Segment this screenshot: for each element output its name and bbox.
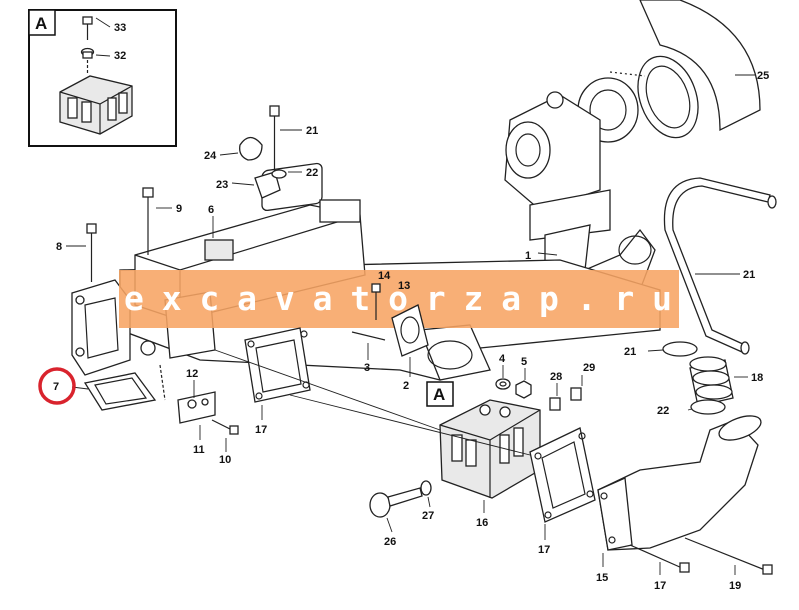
- detail-a-inset: A: [28, 9, 177, 147]
- callout-23: 21: [306, 125, 318, 137]
- callout-28: 26: [384, 536, 396, 548]
- callout-17a: 17: [255, 424, 267, 436]
- pipe-15: [597, 415, 762, 551]
- nut-4: [495, 378, 511, 390]
- callout-12: 12: [186, 368, 198, 380]
- callout-15: 15: [596, 572, 608, 584]
- callout-14: 14: [378, 270, 391, 282]
- callout-31: 29: [583, 362, 595, 374]
- gasket-17-right: [529, 427, 596, 523]
- bellows-20: [689, 356, 734, 407]
- bolt-23: [269, 105, 280, 180]
- callout-8: 8: [56, 241, 62, 253]
- nut-5: [515, 380, 532, 399]
- callout-27: 25: [757, 70, 769, 82]
- callout-2: 2: [403, 380, 409, 392]
- nut-24: [271, 169, 287, 179]
- callout-21a: 21: [624, 346, 636, 358]
- bolt-10: [211, 419, 239, 435]
- callout-18: 17: [654, 580, 666, 592]
- callout-19: 19: [729, 580, 741, 592]
- detail-a-label: A: [35, 14, 47, 33]
- egr-module-16: [439, 399, 541, 499]
- sensor-bracket: [177, 391, 216, 424]
- pipe-27: [609, 0, 761, 139]
- gasket-17-left: [244, 327, 311, 403]
- bolt-8: [86, 223, 97, 282]
- bolt-28: [369, 487, 423, 518]
- callout-24: 22: [306, 167, 318, 179]
- clamp-26: [239, 136, 263, 161]
- callout-1: 1: [525, 250, 531, 262]
- callout-9: 9: [176, 203, 182, 215]
- sensor-30: [549, 397, 561, 411]
- bolt-18: [629, 544, 690, 573]
- callout-10: 10: [219, 454, 231, 466]
- callout-33: 33: [114, 22, 126, 34]
- washer-29: [420, 480, 432, 496]
- watermark-band: excavatorzap.ru: [119, 270, 679, 328]
- highlight-circle: [38, 367, 76, 405]
- gasket-7: [83, 372, 157, 411]
- callout-16: 16: [476, 517, 488, 529]
- bolt-19: [684, 537, 773, 575]
- ring-21-lower: [690, 399, 726, 415]
- callout-25: 23: [216, 179, 228, 191]
- gasket-2: [391, 304, 429, 357]
- callout-32: 32: [114, 50, 126, 62]
- callout-3: 3: [364, 362, 370, 374]
- callout-4: 4: [499, 353, 506, 365]
- bolt-9: [142, 187, 154, 255]
- watermark-text: excavatorzap.ru: [124, 279, 674, 318]
- callout-21b: 22: [657, 405, 669, 417]
- callout-7: 7: [53, 381, 59, 393]
- detail-a-marker-letter: A: [433, 385, 445, 404]
- bolt-14: [371, 283, 381, 320]
- detail-a-marker: A: [426, 381, 454, 407]
- callout-6: 6: [208, 204, 214, 216]
- callout-29: 27: [422, 510, 434, 522]
- pipe-22: [663, 177, 777, 355]
- callout-11: 11: [193, 444, 205, 456]
- bracket-25: [254, 171, 281, 199]
- ring-21-upper: [662, 341, 698, 357]
- callout-5: 5: [521, 356, 527, 368]
- callout-20: 18: [751, 372, 763, 384]
- callout-26: 24: [204, 150, 217, 162]
- sensor-31: [570, 387, 582, 401]
- callout-30: 28: [550, 371, 562, 383]
- callout-17b: 17: [538, 544, 550, 556]
- callout-13: 13: [398, 280, 410, 292]
- callout-22: 21: [743, 269, 755, 281]
- stud-3: [351, 331, 386, 341]
